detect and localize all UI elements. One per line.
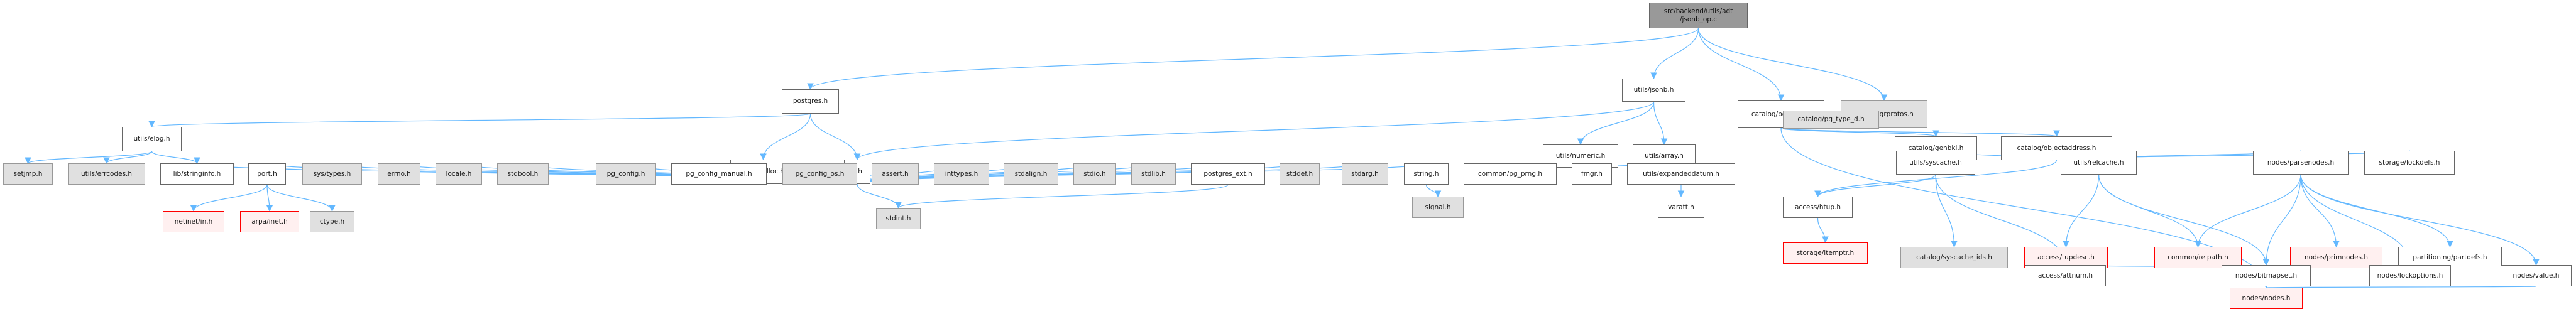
node-lockdefs[interactable]: storage/lockdefs.h [2364, 151, 2455, 175]
node-syscache-ids[interactable]: catalog/syscache_ids.h [1900, 247, 2008, 268]
node-relcache[interactable]: utils/relcache.h [2061, 151, 2137, 175]
edge-objectaddress-to-htup [1814, 160, 2058, 198]
node-attnum[interactable]: access/attnum.h [2025, 265, 2106, 286]
node-pg-prng[interactable]: common/pg_prng.h [1464, 163, 1557, 185]
edge-elog-to-stringinfo [151, 151, 200, 165]
edge-jsonb-to-c [853, 101, 1655, 161]
edge-relcache-to-bitmapset [2098, 174, 2270, 266]
node-ctype[interactable]: ctype.h [310, 211, 354, 232]
node-nodes[interactable]: nodes/nodes.h [2230, 288, 2303, 309]
edge-parsenodes-to-partdefs [2300, 174, 2453, 248]
edge-root-to-fmgrprotos [1697, 28, 1888, 102]
edge-pg_type-to-objectaddress [1780, 127, 2060, 138]
node-primnodes[interactable]: nodes/primnodes.h [2290, 247, 2382, 268]
node-netinet-in[interactable]: netinet/in.h [163, 211, 224, 232]
node-stdlib[interactable]: stdlib.h [1131, 163, 1176, 185]
edge-parsenodes-to-relpath [2195, 174, 2301, 248]
edge-htup-to-itemptr [1817, 217, 1829, 244]
edge-postgres-to-elog [149, 113, 811, 128]
node-fmgr[interactable]: fmgr.h [1572, 163, 1612, 185]
node-stdio[interactable]: stdio.h [1073, 163, 1116, 185]
node-syscache[interactable]: utils/syscache.h [1896, 151, 1975, 175]
edge-postgres-to-palloc [760, 113, 811, 161]
node-itemptr[interactable]: storage/itemptr.h [1783, 242, 1868, 264]
node-port[interactable]: port.h [248, 163, 286, 185]
node-varatt[interactable]: varatt.h [1658, 197, 1704, 218]
node-pg-config-os[interactable]: pg_config_os.h [782, 163, 857, 185]
node-stringinfo[interactable]: lib/stringinfo.h [160, 163, 234, 185]
edge-root-to-pg_type [1697, 28, 1785, 102]
edge-port-to-arpa_inet [266, 184, 273, 212]
node-expandeddatum[interactable]: utils/expandeddatum.h [1627, 163, 1735, 185]
node-lockoptions[interactable]: nodes/lockoptions.h [2369, 265, 2451, 286]
edge-elog-to-errcodes [103, 151, 153, 165]
edge-string-to-signal [1425, 184, 1442, 198]
edge-port-to-ctype [266, 184, 336, 212]
node-pg-type-d[interactable]: catalog/pg_type_d.h [1783, 111, 1879, 129]
edge-elog-to-setjmp [25, 151, 153, 165]
node-systypes[interactable]: sys/types.h [302, 163, 362, 185]
node-objectaddress[interactable]: catalog/objectaddress.h [2001, 136, 2112, 160]
node-pg-config-manual[interactable]: pg_config_manual.h [671, 163, 767, 185]
edge-port-to-netinet_in [190, 184, 268, 212]
node-string[interactable]: string.h [1404, 163, 1449, 185]
edge-parsenodes-to-bitmapset [2262, 174, 2301, 266]
node-partdefs[interactable]: partitioning/partdefs.h [2398, 247, 2502, 268]
node-parsenodes[interactable]: nodes/parsenodes.h [2253, 151, 2349, 175]
node-stdarg[interactable]: stdarg.h [1342, 163, 1388, 185]
node-locale[interactable]: locale.h [436, 163, 482, 185]
node-pg-config[interactable]: pg_config.h [596, 163, 656, 185]
edge-parsenodes-to-primnodes [2300, 174, 2340, 248]
edge-root-to-postgres [807, 28, 1699, 90]
node-postgres-ext[interactable]: postgres_ext.h [1191, 163, 1265, 185]
node-inttypes[interactable]: inttypes.h [934, 163, 989, 185]
node-jsonb[interactable]: utils/jsonb.h [1622, 79, 1685, 102]
node-root[interactable]: src/backend/utils/adt /jsonb_op.c [1649, 3, 1748, 28]
node-arpa-inet[interactable]: arpa/inet.h [240, 211, 299, 232]
node-errcodes[interactable]: utils/errcodes.h [68, 163, 145, 185]
edge-jsonb-to-array [1653, 101, 1668, 146]
node-elog[interactable]: utils/elog.h [122, 127, 182, 151]
node-stdalign[interactable]: stdalign.h [1004, 163, 1058, 185]
node-stdint[interactable]: stdint.h [876, 208, 921, 229]
node-errno[interactable]: errno.h [378, 163, 420, 185]
node-bitmapset[interactable]: nodes/bitmapset.h [2222, 265, 2311, 286]
edge-c-to-stdint [857, 183, 902, 209]
node-stddef[interactable]: stddef.h [1280, 163, 1320, 185]
edge-pg_type-to-genbki [1780, 127, 1939, 138]
edge-syscache-to-htup [1814, 174, 1936, 198]
edge-root-to-jsonb [1650, 28, 1699, 80]
node-setjmp[interactable]: setjmp.h [3, 163, 53, 185]
edge-syscache-to-syscache_ids [1935, 174, 1958, 248]
node-assert[interactable]: assert.h [872, 163, 919, 185]
node-stdbool[interactable]: stdbool.h [497, 163, 549, 185]
node-signal[interactable]: signal.h [1412, 197, 1464, 218]
node-value[interactable]: nodes/value.h [2501, 265, 2572, 286]
edge-parsenodes-to-value [2300, 174, 2540, 266]
edge-value-to-nodes [2265, 280, 2537, 288]
edge-jsonb-to-numeric [1577, 101, 1655, 146]
node-postgres[interactable]: postgres.h [782, 89, 839, 114]
node-tupdesc[interactable]: access/tupdesc.h [2024, 247, 2108, 268]
node-htup[interactable]: access/htup.h [1783, 197, 1853, 218]
edge-postgres_ext-to-stdint [895, 184, 1229, 209]
edge-relcache-to-relpath [2098, 174, 2201, 248]
node-relpath[interactable]: common/relpath.h [2154, 247, 2242, 268]
edge-relcache-to-tupdesc [2063, 174, 2100, 248]
edge-postgres-to-c [809, 113, 861, 161]
